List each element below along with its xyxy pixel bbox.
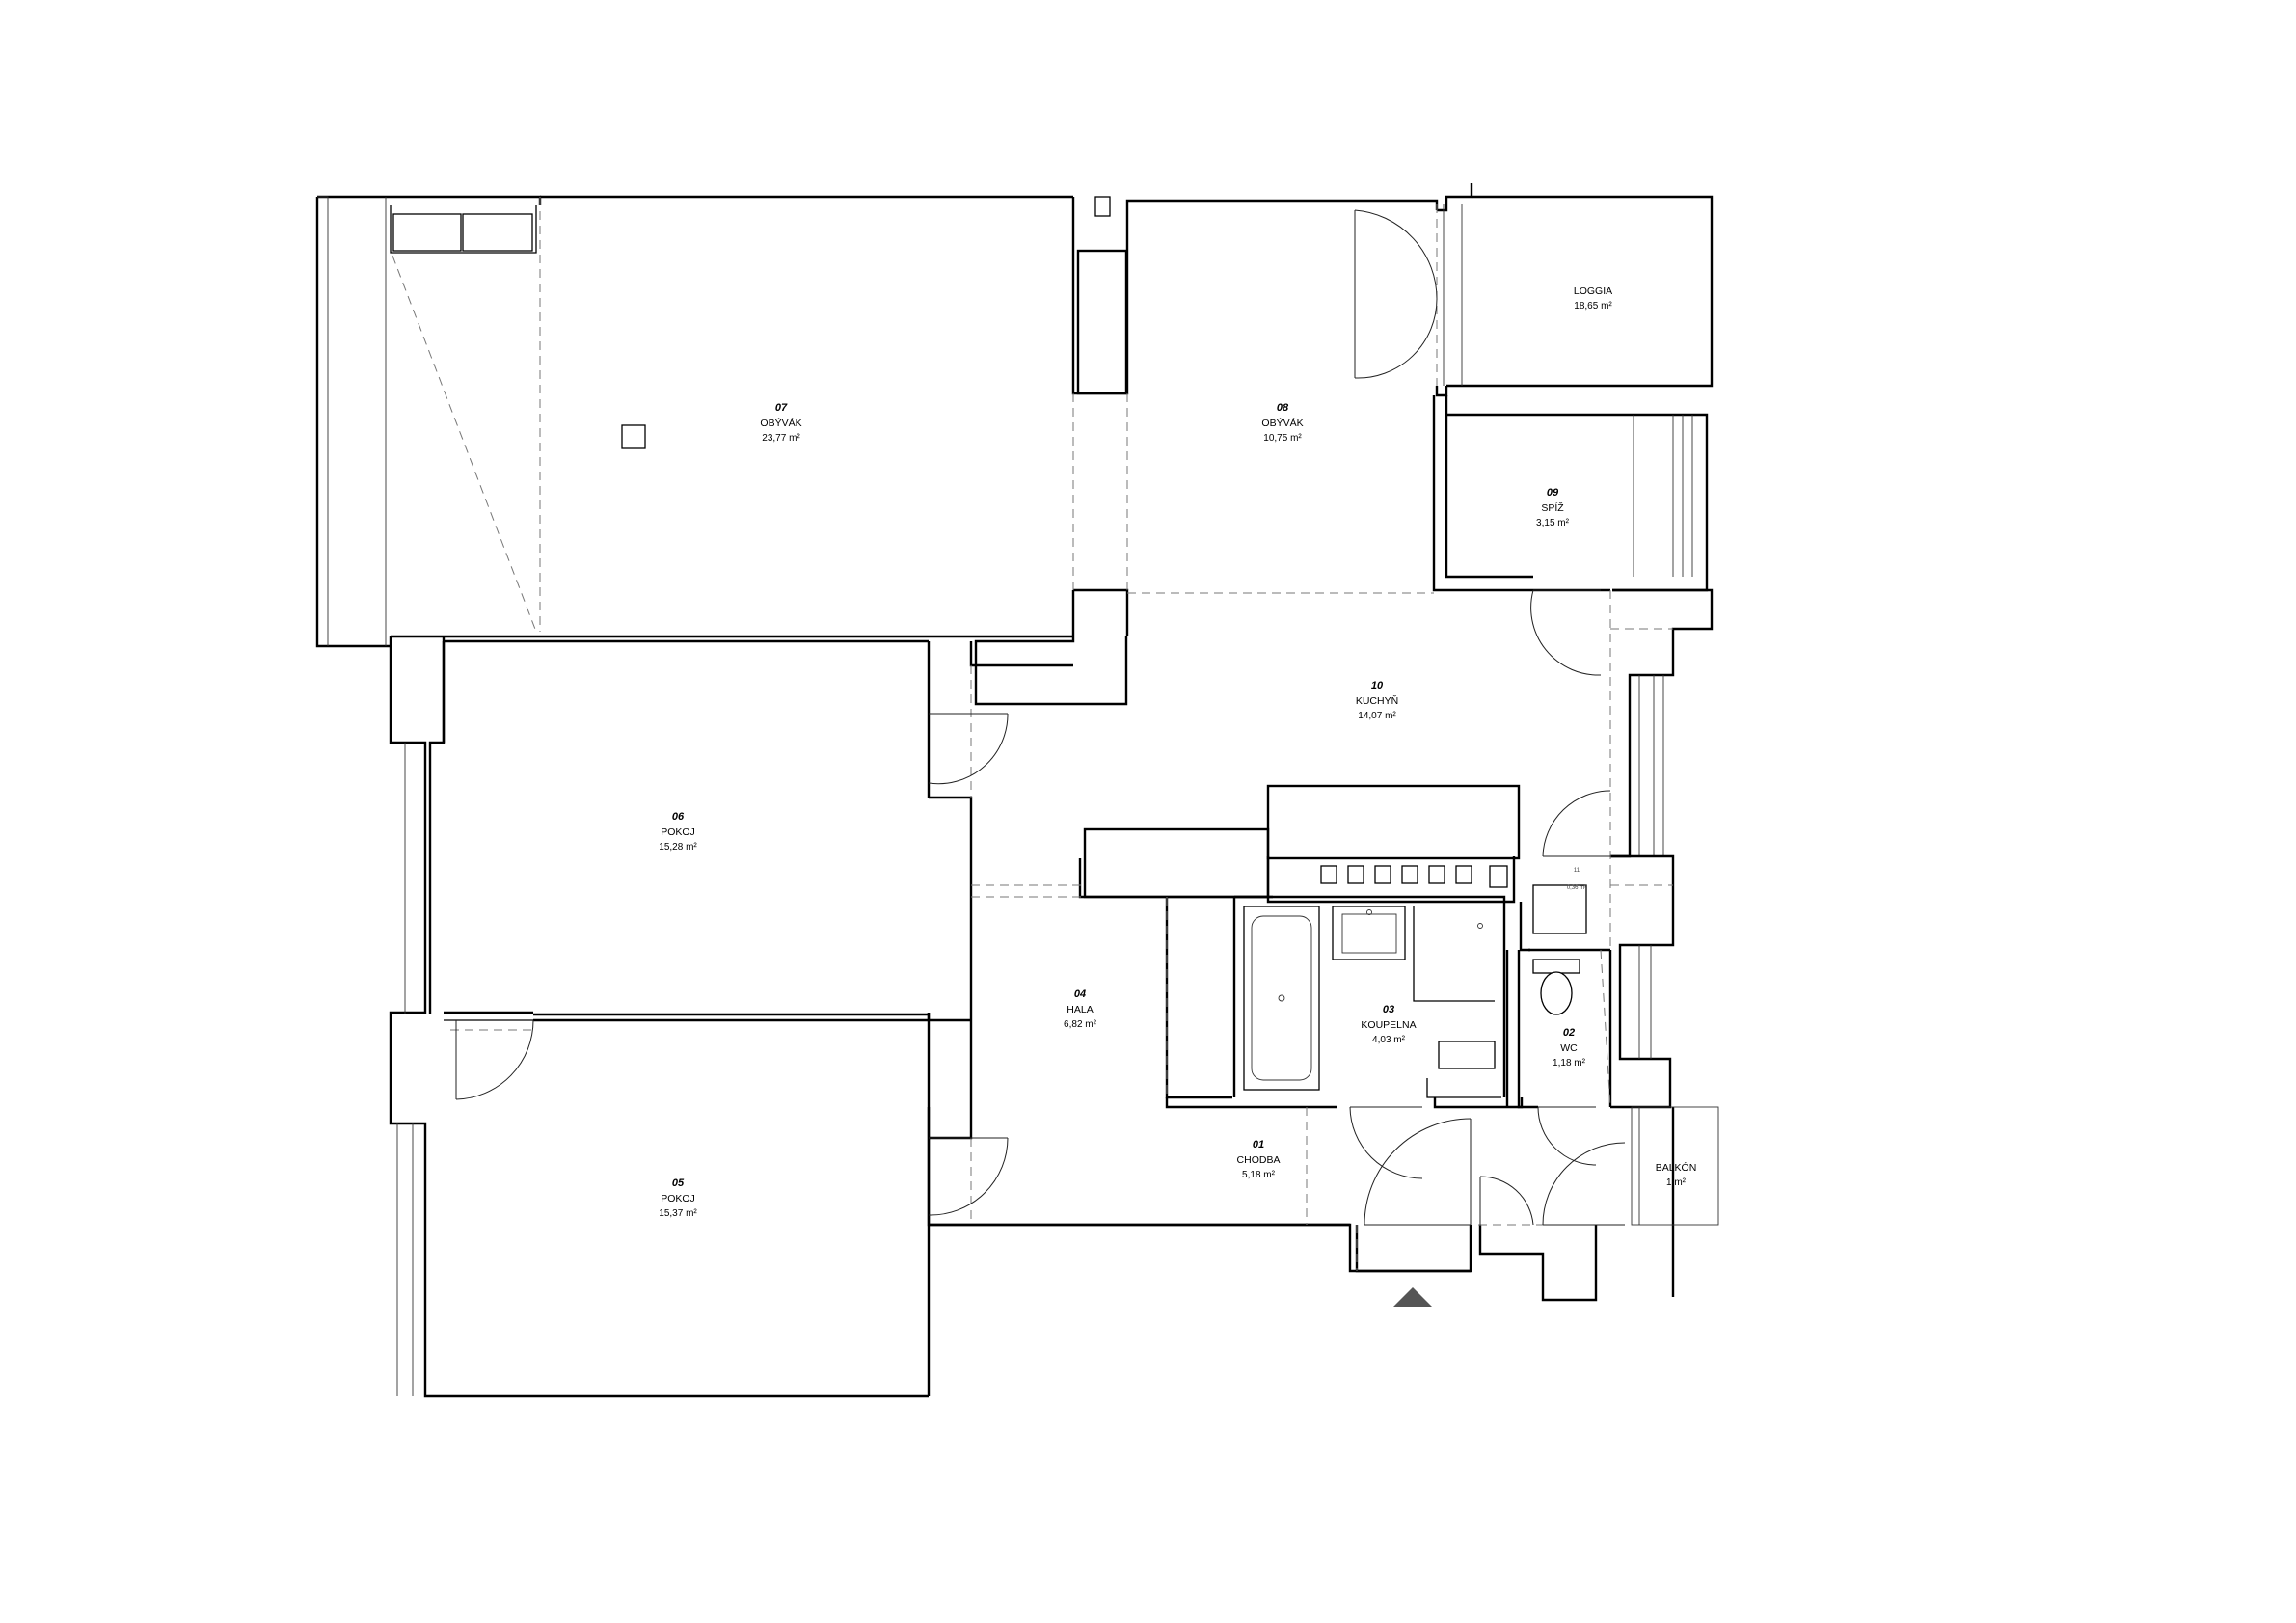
svg-text:15,37 m²: 15,37 m² bbox=[659, 1208, 697, 1219]
kitchen-counter-left bbox=[1083, 827, 1270, 899]
svg-text:1 m²: 1 m² bbox=[1666, 1177, 1687, 1188]
svg-text:POKOJ: POKOJ bbox=[661, 1193, 695, 1204]
wc-fixtures bbox=[1532, 884, 1587, 1015]
dashed-lines bbox=[392, 197, 1673, 1271]
kitchen-counter-top bbox=[1266, 784, 1521, 860]
room-label-04: 04 HALA 6,82 m² bbox=[1064, 988, 1097, 1030]
svg-text:10: 10 bbox=[1371, 680, 1384, 691]
svg-text:WC: WC bbox=[1560, 1042, 1578, 1054]
window-box-right bbox=[462, 213, 533, 252]
svg-text:15,28 m²: 15,28 m² bbox=[659, 842, 697, 852]
svg-text:14,07 m²: 14,07 m² bbox=[1358, 711, 1396, 721]
room-label-06: 06 POKOJ 15,28 m² bbox=[659, 811, 697, 852]
balcony-outline bbox=[1631, 1106, 1719, 1226]
bathroom-fixtures bbox=[1243, 906, 1501, 1098]
room-label-08: 08 OBÝVÁK 10,75 m² bbox=[1261, 402, 1303, 444]
svg-text:SPÍŽ: SPÍŽ bbox=[1541, 501, 1564, 514]
washbasin bbox=[1332, 906, 1406, 960]
room-label-07: 07 OBÝVÁK 23,77 m² bbox=[760, 402, 801, 444]
room-labels: 07 OBÝVÁK 23,77 m² 08 OBÝVÁK 10,75 m² LO… bbox=[659, 285, 1696, 1219]
svg-text:KOUPELNA: KOUPELNA bbox=[1361, 1019, 1416, 1031]
svg-text:04: 04 bbox=[1074, 988, 1086, 1000]
window-box-left bbox=[392, 213, 462, 252]
chimney bbox=[1094, 196, 1111, 217]
svg-text:OBÝVÁK: OBÝVÁK bbox=[1261, 417, 1303, 429]
svg-text:POKOJ: POKOJ bbox=[661, 826, 695, 838]
room-label-02: 02 WC 1,18 m² bbox=[1553, 1027, 1586, 1068]
doors bbox=[455, 209, 1626, 1226]
svg-text:HALA: HALA bbox=[1067, 1004, 1093, 1015]
svg-text:CHODBA: CHODBA bbox=[1237, 1154, 1281, 1166]
column-07-08 bbox=[1076, 249, 1128, 395]
svg-text:LOGGIA: LOGGIA bbox=[1574, 285, 1612, 297]
niche-area: 0,36 m² bbox=[1567, 885, 1586, 891]
toilet-bowl bbox=[1540, 971, 1573, 1015]
ceiling-vent-square bbox=[621, 424, 646, 449]
svg-text:OBÝVÁK: OBÝVÁK bbox=[760, 417, 801, 429]
room-label-loggia: LOGGIA 18,65 m² bbox=[1574, 285, 1613, 311]
svg-text:6,82 m²: 6,82 m² bbox=[1064, 1019, 1097, 1030]
svg-text:23,77 m²: 23,77 m² bbox=[762, 433, 800, 444]
niche-label: 11 0,36 m² bbox=[1567, 868, 1586, 891]
toilet-cistern bbox=[1532, 959, 1580, 974]
svg-text:4,03 m²: 4,03 m² bbox=[1372, 1035, 1406, 1045]
svg-text:08: 08 bbox=[1277, 402, 1289, 414]
room-label-09: 09 SPÍŽ 3,15 m² bbox=[1536, 487, 1570, 528]
svg-text:10,75 m²: 10,75 m² bbox=[1263, 433, 1302, 444]
room-label-03: 03 KOUPELNA 4,03 m² bbox=[1361, 1004, 1416, 1045]
room-label-balkon: BALKÓN 1 m² bbox=[1656, 1161, 1697, 1188]
svg-text:KUCHYŇ: KUCHYŇ bbox=[1356, 694, 1398, 707]
svg-text:1,18 m²: 1,18 m² bbox=[1553, 1058, 1586, 1068]
svg-text:05: 05 bbox=[672, 1177, 685, 1189]
svg-text:06: 06 bbox=[672, 811, 685, 823]
svg-text:03: 03 bbox=[1383, 1004, 1394, 1015]
svg-text:3,15 m²: 3,15 m² bbox=[1536, 518, 1570, 528]
walls bbox=[315, 183, 1714, 1398]
niche-number: 11 bbox=[1574, 868, 1580, 874]
svg-text:BALKÓN: BALKÓN bbox=[1656, 1161, 1697, 1174]
room-label-10: 10 KUCHYŇ 14,07 m² bbox=[1356, 680, 1398, 721]
svg-text:09: 09 bbox=[1547, 487, 1559, 499]
svg-text:01: 01 bbox=[1253, 1139, 1264, 1150]
svg-text:18,65 m²: 18,65 m² bbox=[1574, 301, 1612, 311]
svg-text:02: 02 bbox=[1563, 1027, 1575, 1039]
kitchen-sockets bbox=[1320, 865, 1508, 888]
svg-text:07: 07 bbox=[775, 402, 788, 414]
washing-machine bbox=[1438, 1041, 1496, 1069]
room-label-01: 01 CHODBA 5,18 m² bbox=[1237, 1139, 1281, 1180]
niche-box bbox=[1532, 884, 1587, 934]
room-label-05: 05 POKOJ 15,37 m² bbox=[659, 1177, 697, 1219]
bathtub bbox=[1243, 906, 1320, 1091]
svg-text:5,18 m²: 5,18 m² bbox=[1242, 1170, 1276, 1180]
triangle-up-icon bbox=[1393, 1287, 1432, 1307]
